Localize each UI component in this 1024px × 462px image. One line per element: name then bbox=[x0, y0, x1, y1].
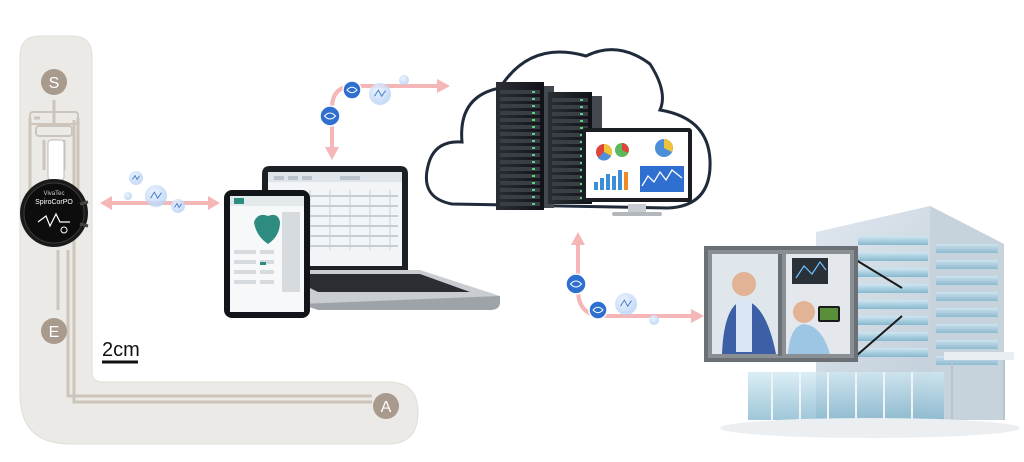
signal-bubble bbox=[129, 171, 143, 185]
person-icon bbox=[732, 272, 756, 296]
signal-bubble bbox=[145, 185, 167, 207]
server-rack-icon bbox=[496, 82, 602, 210]
device-brand: VivaTec bbox=[44, 191, 65, 197]
terminal-a-label: A bbox=[381, 399, 392, 416]
person-icon bbox=[793, 301, 815, 323]
building-icon bbox=[720, 206, 1020, 438]
office-window-inset bbox=[704, 246, 903, 362]
monitor-icon bbox=[582, 128, 692, 216]
scale-label: 2cm bbox=[102, 339, 140, 361]
signal-bubble bbox=[369, 83, 391, 105]
terminal-s-label: S bbox=[49, 75, 60, 92]
signal-bubble bbox=[615, 293, 637, 315]
signal-bubble bbox=[124, 192, 132, 200]
tablet-icon bbox=[224, 190, 310, 318]
device-model: SpiroCorPO bbox=[35, 199, 73, 206]
terminal-s bbox=[41, 69, 67, 95]
signal-bubble bbox=[171, 199, 185, 213]
terminal-a bbox=[373, 393, 399, 419]
wireless-node-icon bbox=[565, 273, 587, 295]
terminal-e bbox=[41, 318, 67, 344]
sensor-device: VivaTec SpiroCorPO bbox=[20, 139, 89, 247]
ecg-trace-icon bbox=[37, 212, 70, 228]
wireless-node-icon bbox=[342, 80, 362, 100]
terminal-e-label: E bbox=[49, 324, 60, 341]
signal-bubble bbox=[399, 75, 409, 85]
wireless-node-icon bbox=[588, 300, 608, 320]
wireless-node-icon bbox=[319, 105, 341, 127]
signal-bubble bbox=[649, 315, 659, 325]
